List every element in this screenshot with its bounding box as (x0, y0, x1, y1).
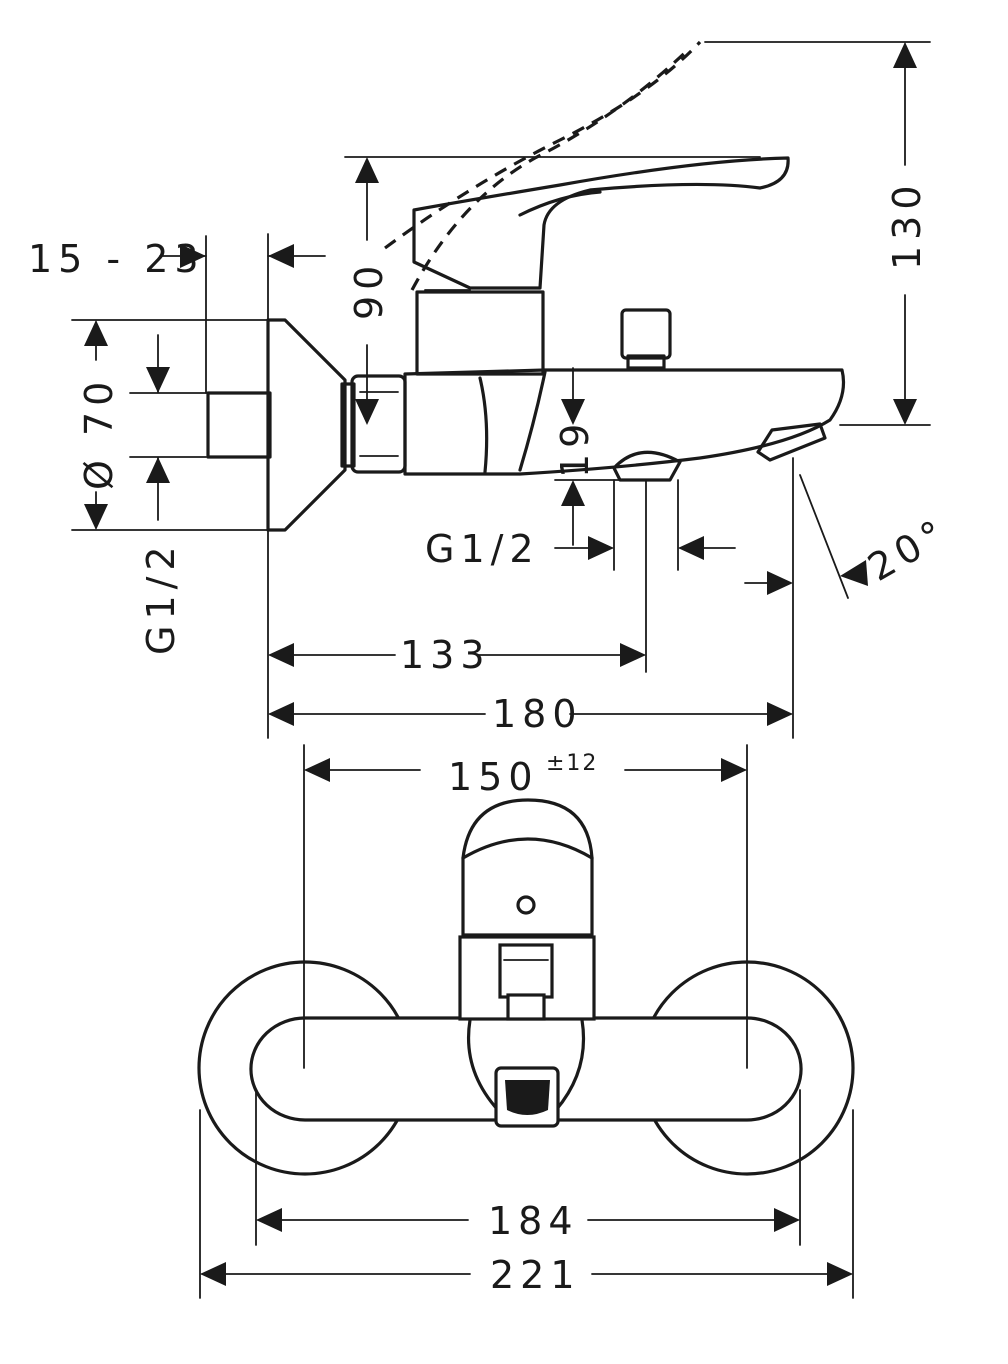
label-centers-tolerance: ±12 (546, 751, 598, 776)
arrow-150-left (304, 758, 330, 782)
spout-outlet (756, 422, 827, 462)
arrow-150-right (721, 758, 747, 782)
arrow-133-right (620, 643, 646, 667)
label-projection: 180 (492, 692, 583, 736)
aerator-front (505, 1080, 550, 1115)
cartridge-housing (415, 290, 545, 376)
arrow-130-bottom (893, 399, 917, 425)
arrow-outlet-left (588, 536, 614, 560)
union-nut (350, 374, 407, 474)
lever-screw (516, 895, 536, 915)
lever-inner-curve (518, 190, 602, 217)
arrow-19-bottom (561, 480, 585, 506)
diverter-front-stem (506, 993, 546, 1021)
label-lever-height: 90 (347, 260, 391, 320)
connector (340, 382, 356, 468)
escutcheon (266, 318, 347, 532)
label-outlet-thread: G1/2 (425, 527, 540, 571)
label-wall-range: 15 - 23 (28, 237, 205, 281)
arrow-15-23-right (268, 244, 294, 268)
label-outlet-offset: 133 (400, 633, 491, 677)
arrow-outlet-right (678, 536, 704, 560)
arrow-221-right (827, 1262, 853, 1286)
aerator (612, 450, 682, 482)
label-centers: 150 (448, 755, 539, 799)
lever-handle (412, 156, 790, 290)
arrow-15-23-left (180, 244, 206, 268)
label-spout-angle: 20° (861, 509, 957, 590)
label-body-width: 184 (488, 1199, 579, 1243)
arrow-184-left (256, 1208, 282, 1232)
label-outlet-height: 19 (553, 418, 597, 478)
arrow-184-right (774, 1208, 800, 1232)
arrow-90-top (355, 157, 379, 183)
arrow-inlet-top (146, 367, 170, 393)
wall-pipe (206, 391, 272, 459)
front-view: 150 ±12 184 221 (197, 744, 855, 1299)
diverter-front (498, 943, 554, 999)
label-overall-width: 221 (490, 1253, 581, 1297)
lever-raised-outline (384, 40, 702, 250)
arrow-d70-bottom (84, 504, 108, 530)
body-division-curve (478, 376, 489, 474)
lever-front-curve (461, 837, 594, 860)
arrow-180-right (767, 702, 793, 726)
label-total-height: 130 (885, 179, 929, 270)
arrow-inlet-bottom (146, 457, 170, 483)
arrow-130-top (893, 42, 917, 68)
arrow-19-top (561, 399, 585, 425)
arrow-133-left (268, 643, 294, 667)
label-inlet-thread: G1/2 (139, 540, 183, 655)
angle-20-line (799, 474, 849, 599)
arrow-angle (840, 560, 868, 586)
arrow-spout (767, 571, 793, 595)
diverter-knob-base (626, 354, 666, 370)
arrow-d70-top (84, 320, 108, 346)
arrow-90-bottom (355, 399, 379, 425)
arrow-221-left (200, 1262, 226, 1286)
mixer-body (403, 368, 846, 476)
side-view: 15 - 23 90 130 Ø 70 G1/2 (28, 40, 957, 739)
diverter-knob (620, 308, 672, 360)
arrow-180-left (268, 702, 294, 726)
lever-front (461, 798, 594, 937)
label-diameter: Ø 70 (77, 376, 121, 490)
body-division-curve-2 (518, 370, 547, 472)
lever-raised-outline-2 (410, 46, 692, 291)
